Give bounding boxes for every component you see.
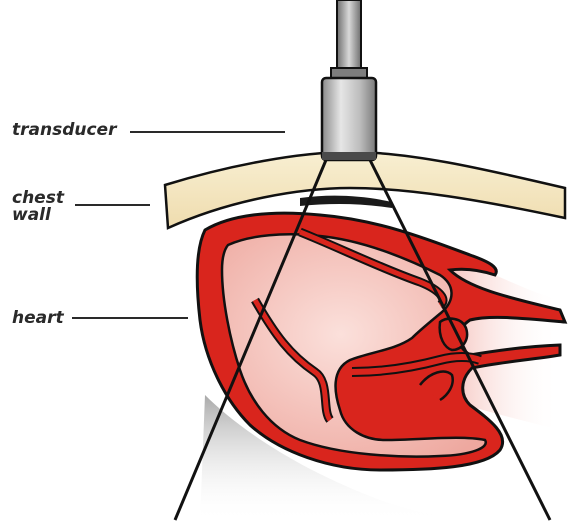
ultrasound-probe-icon	[322, 78, 376, 160]
transducer-label: transducer	[12, 122, 116, 139]
contact-gel	[300, 196, 392, 208]
heart-label: heart	[12, 310, 64, 327]
chest-wall	[165, 152, 565, 228]
transducer-cable	[337, 0, 361, 75]
chest-wall-label: chest wall	[12, 190, 64, 224]
chest-wall-label-line2: wall	[12, 207, 64, 224]
